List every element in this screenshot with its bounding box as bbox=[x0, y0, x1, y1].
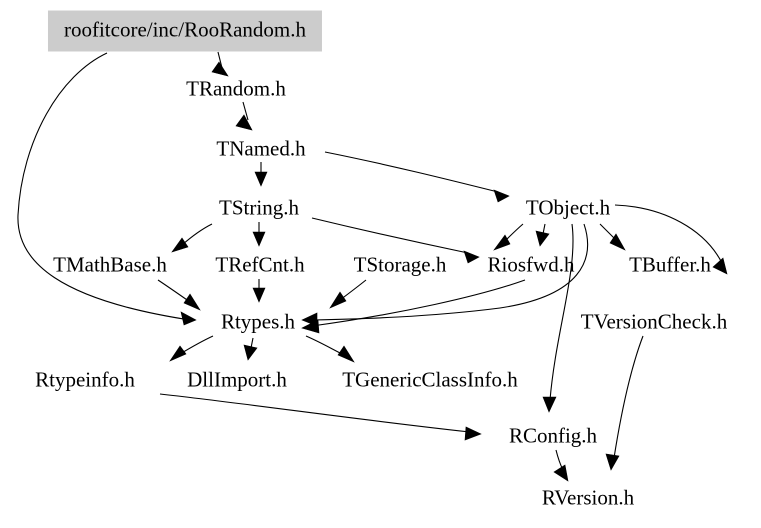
arrowhead-icon bbox=[493, 234, 511, 251]
arrowhead-icon bbox=[171, 237, 189, 253]
edge-line bbox=[17, 52, 191, 321]
arrowhead-icon bbox=[605, 453, 620, 471]
edge-line bbox=[179, 335, 214, 355]
edge-trefcnt-to-rtypes bbox=[252, 279, 266, 303]
edge-tobject-to-tversioncheck bbox=[614, 204, 728, 275]
edge-tnamed-to-tobject bbox=[324, 151, 510, 203]
edge-line bbox=[250, 337, 254, 349]
edge-tstorage-to-rtypes bbox=[329, 279, 367, 309]
graph-node-trandom[interactable]: TRandom.h bbox=[186, 76, 286, 101]
edge-line bbox=[324, 151, 499, 193]
edge-rtypes-to-tgenericclassinfo bbox=[305, 335, 355, 363]
graph-node-rtypes[interactable]: Rtypes.h bbox=[220, 309, 296, 334]
edge-tstring-to-riosfwd bbox=[311, 217, 480, 264]
arrowhead-icon bbox=[252, 287, 266, 303]
edge-tversioncheck-to-rversion bbox=[605, 335, 644, 471]
edge-line bbox=[613, 335, 644, 459]
graph-node-riosfwd[interactable]: Riosfwd.h bbox=[487, 252, 575, 277]
edge-tnamed-to-tstring bbox=[254, 162, 268, 187]
graph-node-tgenericclassinfo[interactable]: TGenericClassInfo.h bbox=[342, 367, 518, 392]
arrowhead-icon bbox=[235, 114, 253, 131]
edge-root-to-trandom bbox=[211, 51, 229, 77]
edge-rconfig-to-rversion bbox=[553, 449, 569, 482]
arrowhead-icon bbox=[329, 291, 347, 309]
edge-line bbox=[159, 393, 471, 433]
arrowhead-icon bbox=[180, 311, 197, 326]
edge-tobject-to-rconfig bbox=[542, 223, 574, 413]
arrowhead-icon bbox=[712, 257, 728, 275]
arrowhead-icon bbox=[463, 250, 480, 264]
arrowhead-icon bbox=[243, 344, 258, 361]
graph-node-tnamed[interactable]: TNamed.h bbox=[216, 136, 306, 161]
edge-tobject-to-tbuffer bbox=[599, 223, 626, 251]
edge-tobject-to-riosfwd bbox=[493, 223, 524, 251]
edge-line bbox=[542, 223, 546, 235]
edge-riosfwd-to-rtypes bbox=[301, 279, 526, 334]
edge-line bbox=[311, 217, 469, 254]
edge-tstring-to-tmathbase bbox=[171, 223, 213, 253]
edge-rtypes-to-rtypeinfo bbox=[169, 335, 214, 362]
edge-line bbox=[157, 279, 191, 303]
edge-line bbox=[339, 279, 367, 301]
edge-rtypes-to-dllimport bbox=[243, 337, 258, 361]
graph-node-tobject[interactable]: TObject.h bbox=[525, 195, 611, 220]
graph-node-dllimport[interactable]: DllImport.h bbox=[187, 367, 287, 392]
edge-line bbox=[614, 204, 723, 264]
arrowhead-icon bbox=[211, 61, 229, 77]
graph-node-tversioncheck[interactable]: TVersionCheck.h bbox=[580, 309, 728, 334]
arrowhead-icon bbox=[169, 345, 187, 362]
edge-tmathbase-to-rtypes bbox=[157, 279, 201, 311]
arrowhead-icon bbox=[254, 171, 268, 187]
arrowhead-icon bbox=[301, 319, 320, 334]
arrowhead-icon bbox=[535, 230, 550, 247]
edge-line bbox=[242, 101, 249, 121]
graph-node-trefcnt[interactable]: TRefCnt.h bbox=[215, 252, 305, 277]
graph-node-rtypeinfo[interactable]: Rtypeinfo.h bbox=[35, 367, 135, 392]
graph-node-rversion[interactable]: RVersion.h bbox=[541, 485, 635, 510]
edge-root-to-trandom bbox=[17, 52, 197, 326]
arrowhead-icon bbox=[252, 231, 266, 247]
arrowhead-icon bbox=[553, 464, 569, 482]
graph-node-tstring[interactable]: TString.h bbox=[219, 195, 299, 220]
graph-node-tmathbase[interactable]: TMathBase.h bbox=[53, 252, 167, 277]
graph-node-root[interactable]: roofitcore/inc/RooRandom.h bbox=[47, 10, 323, 52]
edge-line bbox=[311, 279, 526, 327]
edge-trandom-to-tnamed bbox=[235, 101, 253, 131]
edge-rtypeinfo-to-rconfig bbox=[159, 393, 482, 441]
graph-node-tstorage[interactable]: TStorage.h bbox=[353, 252, 447, 277]
arrowhead-icon bbox=[542, 396, 557, 413]
edge-tstring-to-trefcnt bbox=[252, 222, 266, 247]
graph-node-tbuffer[interactable]: TBuffer.h bbox=[629, 252, 711, 277]
arrowhead-icon bbox=[337, 345, 355, 363]
arrowhead-icon bbox=[183, 293, 201, 311]
arrowhead-icon bbox=[493, 189, 510, 203]
edge-line bbox=[549, 223, 574, 401]
edge-tobject-to-riosfwd bbox=[535, 223, 550, 247]
edge-line bbox=[181, 223, 213, 246]
arrowhead-icon bbox=[464, 426, 482, 441]
edge-line bbox=[305, 335, 345, 356]
graph-node-rconfig[interactable]: RConfig.h bbox=[508, 423, 598, 448]
arrowhead-icon bbox=[609, 233, 626, 251]
